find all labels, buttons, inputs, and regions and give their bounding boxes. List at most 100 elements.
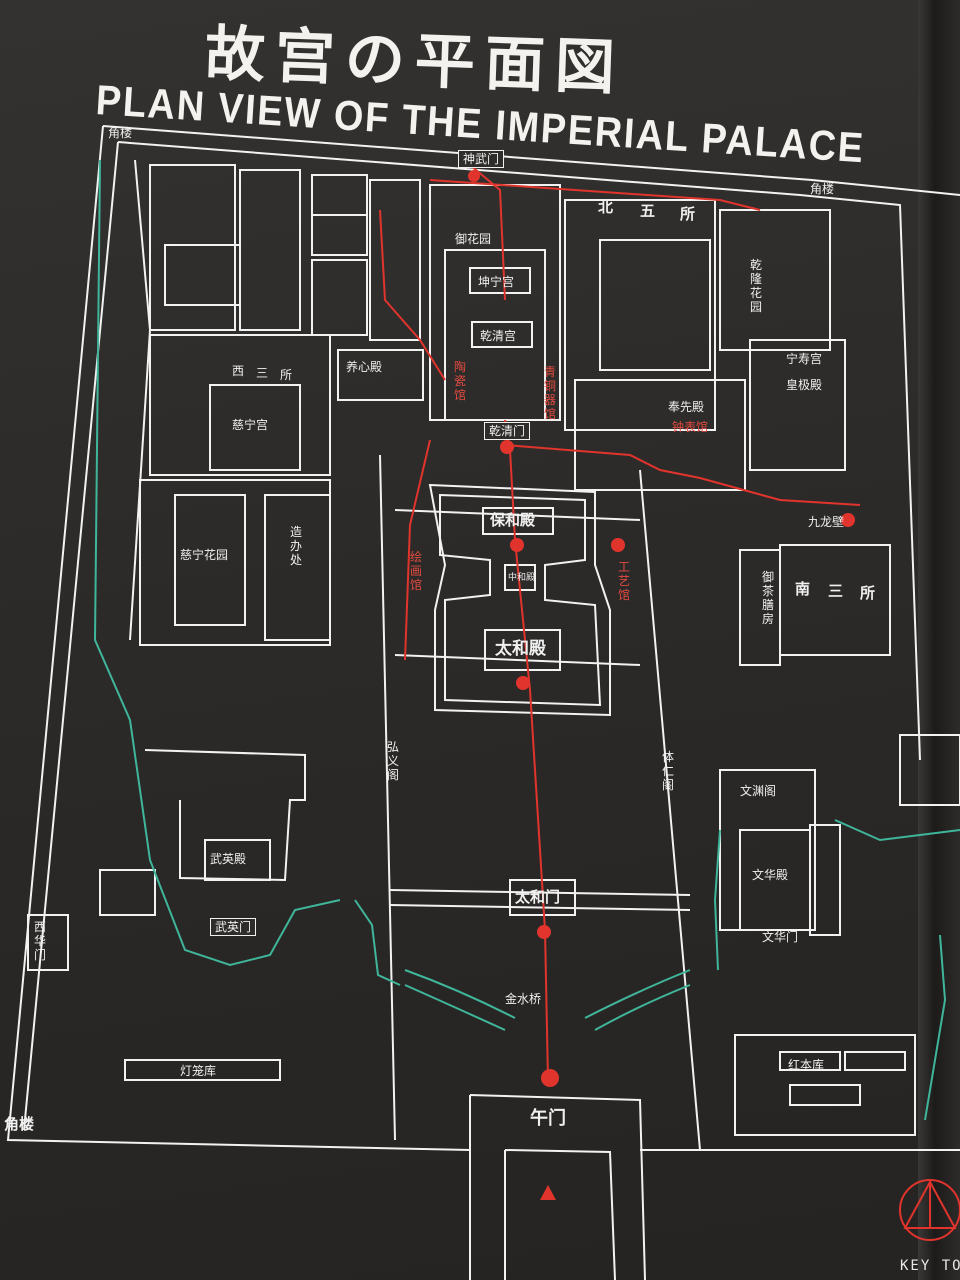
meridian-gate bbox=[469, 1094, 646, 1280]
block bbox=[471, 321, 533, 348]
block bbox=[369, 179, 421, 341]
block bbox=[739, 549, 781, 666]
block bbox=[311, 174, 368, 216]
hall-supreme-harmony-label: 太和殿 bbox=[495, 639, 546, 659]
compass-needle-icon bbox=[903, 1179, 957, 1229]
route-marker-6 bbox=[841, 513, 855, 527]
block bbox=[264, 494, 331, 641]
west-three-label-2: 三 bbox=[256, 366, 269, 380]
imperial-tea-house-label: 御茶膳房 bbox=[761, 570, 774, 626]
north-five-label-3: 所 bbox=[680, 205, 696, 223]
crafts-gallery-label: 工艺馆 bbox=[617, 560, 630, 602]
workshops-label: 造办处 bbox=[289, 525, 302, 567]
route-east bbox=[504, 444, 861, 506]
imperial-garden-label: 御花园 bbox=[455, 232, 492, 246]
palace-compassion-label: 慈宁宫 bbox=[232, 418, 269, 432]
block bbox=[149, 334, 331, 476]
block bbox=[99, 869, 156, 916]
west-three-label-1: 西 bbox=[232, 364, 245, 378]
palace-heavenly-purity-label: 乾清宫 bbox=[480, 329, 517, 343]
block bbox=[311, 259, 368, 336]
block bbox=[599, 239, 711, 371]
west-flowery-gate-label: 西华门 bbox=[33, 920, 46, 962]
entrance-arrow bbox=[540, 1185, 556, 1200]
route-marker-4 bbox=[510, 538, 524, 552]
inner-river bbox=[93, 159, 341, 967]
golden-water bbox=[404, 969, 691, 1019]
hall-literary-glory-label: 文华殿 bbox=[752, 868, 789, 882]
block bbox=[789, 1084, 861, 1106]
hall-imperial-supremacy-label: 皇极殿 bbox=[786, 378, 823, 392]
corner-tower-nw-label: 角楼 bbox=[108, 126, 133, 140]
ti-ren-pavilion-label: 体仁阁 bbox=[661, 750, 674, 792]
corner-tower-ne-label: 角楼 bbox=[810, 182, 835, 196]
hall-supreme-harmony bbox=[484, 629, 561, 671]
meridian-gate-label: 午门 bbox=[530, 1108, 566, 1129]
block bbox=[574, 379, 746, 491]
west-three-label-3: 所 bbox=[280, 368, 293, 382]
court-wall bbox=[379, 454, 701, 1151]
inner-river bbox=[354, 899, 401, 986]
hall-ancestral-worship-label: 奉先殿 bbox=[668, 400, 705, 414]
clock-gallery-label: 钟表馆 bbox=[672, 420, 709, 434]
palace-tranquil-longevity-label: 宁寿宫 bbox=[786, 352, 823, 366]
hall-martial-valor-label: 武英殿 bbox=[210, 852, 247, 866]
block bbox=[209, 384, 301, 471]
corner-tower-sw-label: 角楼 bbox=[4, 1115, 35, 1133]
block bbox=[239, 169, 301, 331]
gate-supreme-harmony-label: 太和门 bbox=[515, 888, 561, 906]
storehouse bbox=[779, 1051, 841, 1071]
block bbox=[809, 824, 841, 936]
block bbox=[429, 184, 561, 421]
hall-central-harmony-label: 中和殿 bbox=[508, 573, 536, 583]
east-river bbox=[713, 819, 960, 1121]
block bbox=[444, 249, 546, 421]
block bbox=[27, 914, 69, 971]
route-west-galleries bbox=[404, 439, 431, 661]
block bbox=[469, 267, 531, 294]
block bbox=[164, 244, 241, 306]
painting-gallery-label: 绘画馆 bbox=[409, 550, 422, 592]
route-marker-5 bbox=[500, 440, 514, 454]
golden-water-bridge-label: 金水桥 bbox=[505, 992, 542, 1006]
route-marker-1 bbox=[541, 1069, 559, 1087]
pottery-gallery-label: 陶瓷馆 bbox=[453, 360, 466, 402]
hall-preserving-harmony-label: 保和殿 bbox=[490, 511, 536, 529]
south-three-label-1: 南 bbox=[795, 580, 811, 598]
north-five-label-1: 北 bbox=[598, 198, 614, 216]
wenyuan-pavilion-label: 文渊阁 bbox=[740, 784, 777, 798]
route-marker-3 bbox=[516, 676, 530, 690]
terrace-outline bbox=[428, 483, 611, 717]
route-west bbox=[379, 209, 446, 381]
hall-mental-cultivation-label: 养心殿 bbox=[346, 360, 383, 374]
display-case-frame bbox=[918, 0, 960, 1280]
block bbox=[749, 339, 846, 471]
block bbox=[149, 164, 236, 331]
gate-heavenly-purity-label: 乾清门 bbox=[484, 422, 531, 440]
terrace-outline bbox=[439, 493, 602, 707]
route-marker-8 bbox=[468, 170, 480, 182]
gate-divine-might-label: 神武门 bbox=[458, 150, 505, 168]
cross-wall bbox=[389, 509, 691, 911]
route-marker-7 bbox=[611, 538, 625, 552]
block bbox=[311, 214, 368, 256]
gate-literary-glory-label: 文华门 bbox=[762, 930, 799, 944]
qianlong-garden-label: 乾隆花园 bbox=[749, 258, 762, 314]
inner-wall bbox=[23, 141, 921, 1131]
storehouse bbox=[844, 1051, 906, 1071]
west-compound bbox=[144, 749, 306, 882]
gate-martial-valor-label: 武英门 bbox=[210, 918, 257, 936]
palace-earthly-tranquility-label: 坤宁宫 bbox=[478, 275, 515, 289]
south-three-label-3: 所 bbox=[860, 584, 876, 602]
block bbox=[899, 734, 960, 806]
hong-yi-pavilion-label: 弘义阁 bbox=[386, 740, 399, 782]
route-north bbox=[429, 164, 761, 301]
bronze-gallery-label: 青铜器馆 bbox=[543, 365, 556, 421]
hall-preserving-harmony bbox=[482, 507, 554, 535]
nine-dragon-screen-label: 九龙壁 bbox=[808, 515, 845, 529]
lamp-storehouse-label: 灯笼库 bbox=[180, 1064, 217, 1078]
block bbox=[734, 1034, 916, 1136]
south-three-label-2: 三 bbox=[828, 582, 844, 600]
